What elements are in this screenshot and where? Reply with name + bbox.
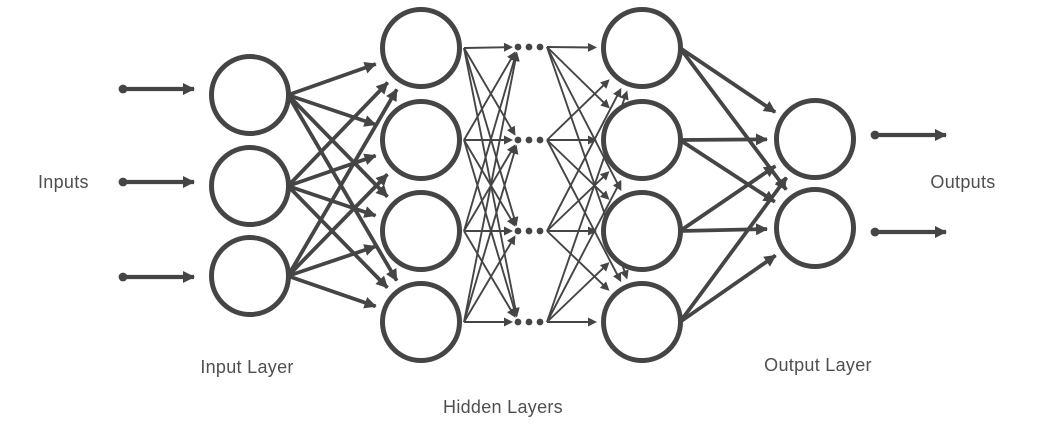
thin-edge <box>463 51 520 323</box>
hidden-layer-2-node <box>601 99 683 181</box>
thin-edge <box>463 42 514 52</box>
hidden-layer-2-node <box>601 7 683 89</box>
thin-edge <box>463 47 519 227</box>
ellipsis-dot <box>536 43 544 51</box>
connections-hidden-layer-2-to-output-layer <box>678 46 789 324</box>
thin-edge <box>463 235 516 323</box>
thin-edge <box>463 51 516 141</box>
output-layer-label: Output Layer <box>764 355 872 375</box>
hidden-layer-1-nodes <box>380 7 462 363</box>
hidden-layer-1-node <box>380 7 462 89</box>
output-layer-nodes <box>774 98 856 269</box>
thick-edge <box>287 93 377 127</box>
connections-hidden-layer-1-to-ellipsis <box>463 42 520 327</box>
input-layer-label: Input Layer <box>200 357 294 377</box>
thick-edge <box>286 81 390 188</box>
hidden-layer-1-node <box>380 281 462 363</box>
input-layer-node <box>209 54 291 136</box>
inputs-label: Inputs <box>38 172 89 192</box>
hidden-layer-1-node <box>380 99 462 181</box>
hidden-layer-2-node <box>601 190 683 272</box>
connections-ellipsis-to-hidden-layer-2 <box>546 42 629 327</box>
thick-edge <box>678 176 789 324</box>
ellipsis-dot <box>525 227 533 235</box>
thick-edge <box>678 253 777 324</box>
input-arrows <box>118 83 195 283</box>
thin-edge <box>546 262 610 323</box>
thick-edge <box>287 62 377 97</box>
thin-edge <box>546 139 610 200</box>
thick-edge <box>286 93 389 199</box>
thin-edge <box>463 47 520 318</box>
thin-edge <box>463 144 516 232</box>
hidden-layer-2-node <box>601 281 683 363</box>
thick-edge <box>287 153 377 188</box>
output-layer-node <box>774 187 856 269</box>
ellipsis-dot <box>525 43 533 51</box>
thin-edge <box>546 179 622 323</box>
thin-edge <box>463 47 516 136</box>
thin-edge <box>546 46 622 192</box>
ellipsis-dot <box>536 227 544 235</box>
input-layer-nodes <box>209 54 291 317</box>
thick-edge <box>287 274 377 309</box>
ellipsis-dot <box>525 318 533 326</box>
ellipsis-dot <box>514 136 522 144</box>
thick-edge <box>287 244 377 278</box>
thin-edge <box>463 51 519 232</box>
hidden-layers-label: Hidden Layers <box>443 397 563 417</box>
thick-edge <box>286 94 399 282</box>
thin-edge <box>463 139 516 227</box>
hidden-layer-2-nodes <box>601 7 683 363</box>
ellipsis-dot <box>536 318 544 326</box>
thick-edge <box>286 88 399 277</box>
connections-input-layer-to-hidden-layer-1 <box>286 62 399 309</box>
input-layer-node <box>209 145 291 227</box>
thick-edge <box>678 164 777 233</box>
thick-edge <box>678 138 776 204</box>
thick-edge <box>286 184 389 290</box>
thick-edge <box>286 172 389 278</box>
ellipsis-dot <box>514 318 522 326</box>
output-layer-node <box>774 98 856 180</box>
thin-edge <box>546 139 622 283</box>
thin-edge <box>463 230 516 318</box>
thin-edge <box>546 46 610 109</box>
thick-edge <box>679 133 769 146</box>
hidden-layer-1-node <box>380 190 462 272</box>
thick-edge <box>679 223 769 236</box>
thin-edge <box>463 144 519 323</box>
ellipsis-dot <box>536 136 544 144</box>
thick-edge <box>678 46 777 114</box>
thin-edge <box>546 230 610 291</box>
ellipsis-dot <box>514 227 522 235</box>
hidden-layers-ellipsis <box>514 43 544 326</box>
output-arrows <box>870 129 947 238</box>
thin-edge <box>463 139 519 318</box>
thin-edge <box>546 171 610 232</box>
ellipsis-dot <box>525 136 533 144</box>
thin-edge <box>546 87 622 232</box>
thin-edge <box>546 79 610 141</box>
input-layer-node <box>209 235 291 317</box>
ellipsis-dot <box>514 43 522 51</box>
outputs-label: Outputs <box>930 172 996 192</box>
